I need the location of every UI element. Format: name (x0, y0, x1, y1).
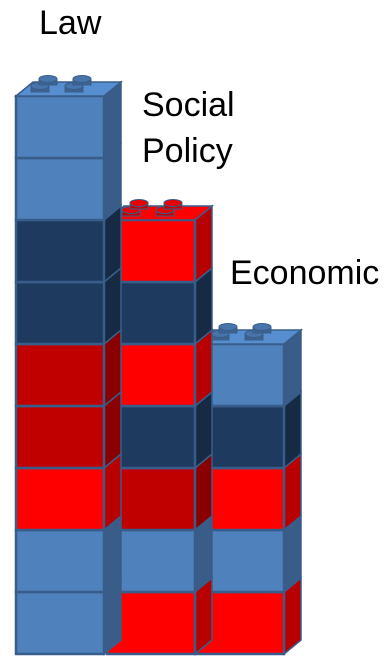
stud-cap (72, 75, 92, 83)
block-front-face (14, 156, 106, 222)
stud-cap (129, 199, 149, 207)
stud-cap (163, 199, 183, 207)
column-1 (104, 199, 215, 656)
block-front-face (14, 528, 106, 594)
block-front-face (14, 342, 106, 408)
law-label: Law (39, 4, 102, 42)
block-front-face (14, 466, 106, 532)
block-front-face (14, 404, 106, 470)
economic-label: Economic (230, 254, 380, 292)
block-front-face (14, 280, 106, 346)
block-front-face (14, 94, 106, 160)
block-front-face (14, 218, 106, 284)
stud-cap (218, 323, 238, 331)
block-front-face (14, 590, 106, 656)
social-policy-label-line1: Social (142, 86, 235, 124)
social-policy-label-line2: Policy (142, 132, 233, 170)
column-0 (13, 75, 124, 656)
stud-cap (38, 75, 58, 83)
stud-cap (252, 323, 272, 331)
